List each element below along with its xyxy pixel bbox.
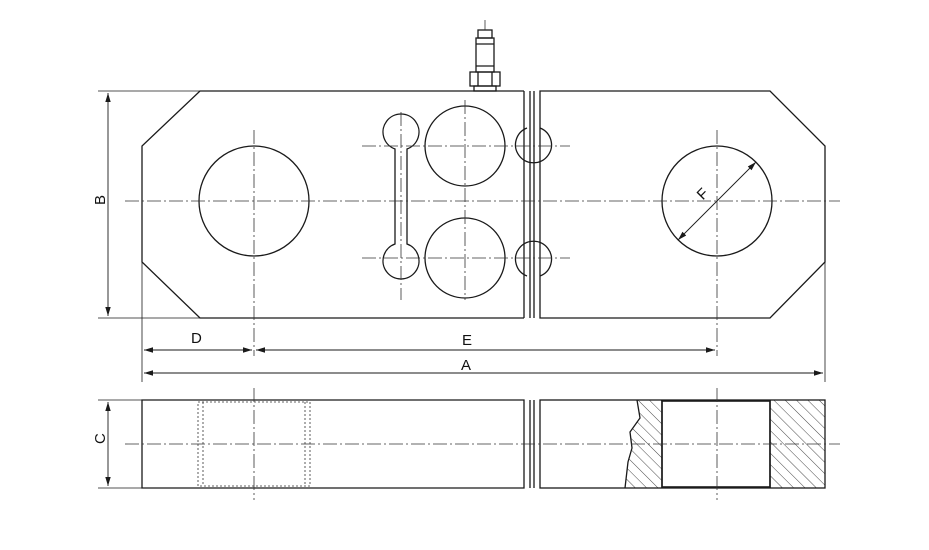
upper-notch	[514, 127, 553, 164]
side-view: C	[92, 388, 840, 500]
dim-label-D: D	[191, 330, 202, 347]
right-plate-outline	[539, 90, 826, 319]
dim-label-E: E	[462, 332, 472, 349]
dogbone-slot	[382, 113, 420, 280]
lower-notch	[514, 240, 553, 277]
dim-label-B: B	[92, 195, 109, 205]
dim-label-C: C	[92, 433, 109, 444]
dim-label-A: A	[461, 357, 471, 374]
top-view: F B D E A	[92, 20, 840, 382]
cable-connector	[469, 29, 501, 92]
